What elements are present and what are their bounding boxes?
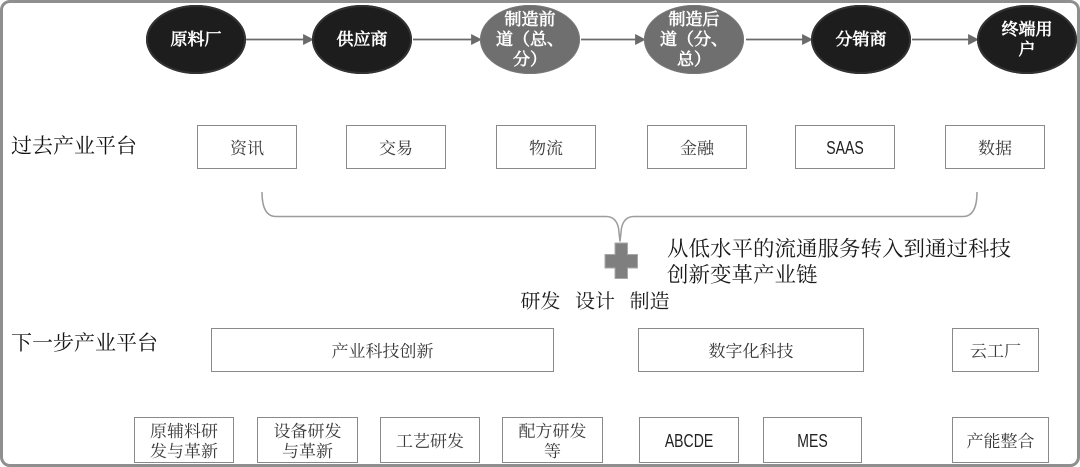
arrow-head <box>968 34 980 45</box>
box-label: 云工厂 <box>970 337 1021 362</box>
next-box-cloud-factory: 云工厂 <box>952 328 1039 372</box>
flow-arrow-3 <box>581 34 647 45</box>
box-label: MES <box>797 431 828 451</box>
next-platform-label-text: 下一步产业平台 <box>11 326 158 357</box>
past-box-information: 资讯 <box>197 125 297 169</box>
bottom-box-formula-rd: 配方研发 等 <box>502 417 603 463</box>
arrow-head <box>635 34 647 45</box>
node-distributor: 分销商 <box>811 5 911 74</box>
flow-arrow-2 <box>413 34 483 45</box>
past-box-data: 数据 <box>945 125 1045 169</box>
next-platform-label: 下一步产业平台 <box>11 330 158 357</box>
past-box-saas: SAAS <box>795 125 895 169</box>
node-supplier: 供应商 <box>312 5 412 74</box>
box-label: 产业科技创新 <box>331 337 434 362</box>
node-label: 供应商 <box>336 24 388 50</box>
past-box-trading: 交易 <box>346 125 446 169</box>
flow-arrow-5 <box>912 34 980 45</box>
past-platform-label-text: 过去产业平台 <box>11 129 137 160</box>
bottom-box-process-rd: 工艺研发 <box>380 417 480 463</box>
box-label: 交易 <box>379 134 413 159</box>
node-end-user: 终端用 户 <box>977 5 1077 74</box>
arrow-head <box>802 34 814 45</box>
past-box-finance: 金融 <box>647 125 747 169</box>
box-label: 产能整合 <box>966 427 1035 452</box>
node-label: 制造后 道（分、 总） <box>660 4 728 70</box>
box-label: 数字化科技 <box>708 337 794 362</box>
flow-arrow-1 <box>246 34 315 45</box>
node-label: 制造前 道（总、 分） <box>496 4 564 70</box>
box-label: 资讯 <box>230 134 264 159</box>
next-box-digital-tech: 数字化科技 <box>638 328 864 372</box>
box-label: 设备研发 与革新 <box>273 417 342 462</box>
box-label: 物流 <box>529 134 563 159</box>
box-label: 原辅料研 发与革新 <box>150 417 218 462</box>
node-manufacturing-back: 制造后 道（分、 总） <box>644 5 744 74</box>
flow-arrows <box>246 34 980 45</box>
transition-sub-label: 研发 设计 制造 <box>520 285 670 314</box>
box-label: 金融 <box>680 134 714 159</box>
node-label: 原料厂 <box>170 24 222 50</box>
box-label: 配方研发 等 <box>518 417 587 462</box>
next-box-industry-tech-innovation: 产业科技创新 <box>211 328 554 372</box>
box-label: 工艺研发 <box>396 427 464 452</box>
arrow-head <box>471 34 483 45</box>
box-label: ABCDE <box>664 431 714 451</box>
box-label: 数据 <box>978 134 1012 159</box>
brace <box>261 191 978 242</box>
bottom-box-abcde: ABCDE <box>639 417 739 463</box>
node-label: 终端用 户 <box>1001 14 1053 60</box>
plus-icon <box>604 242 638 279</box>
bottom-box-equipment-rd: 设备研发 与革新 <box>257 417 358 463</box>
bottom-box-raw-material-rd: 原辅料研 发与革新 <box>134 417 234 463</box>
bottom-box-capacity-integration: 产能整合 <box>952 417 1049 463</box>
past-platform-label: 过去产业平台 <box>11 133 137 160</box>
arrow-head <box>303 34 315 45</box>
node-raw-material-factory: 原料厂 <box>146 5 246 74</box>
flow-arrow-4 <box>746 34 814 45</box>
past-box-logistics: 物流 <box>496 125 596 169</box>
node-label: 分销商 <box>835 24 887 50</box>
node-manufacturing-front: 制造前 道（总、 分） <box>480 5 580 74</box>
box-label: SAAS <box>826 138 864 158</box>
transition-description: 从低水平的流通服务转入到通过科技 创新变革产业链 <box>667 232 1012 289</box>
bottom-box-mes: MES <box>763 417 862 463</box>
